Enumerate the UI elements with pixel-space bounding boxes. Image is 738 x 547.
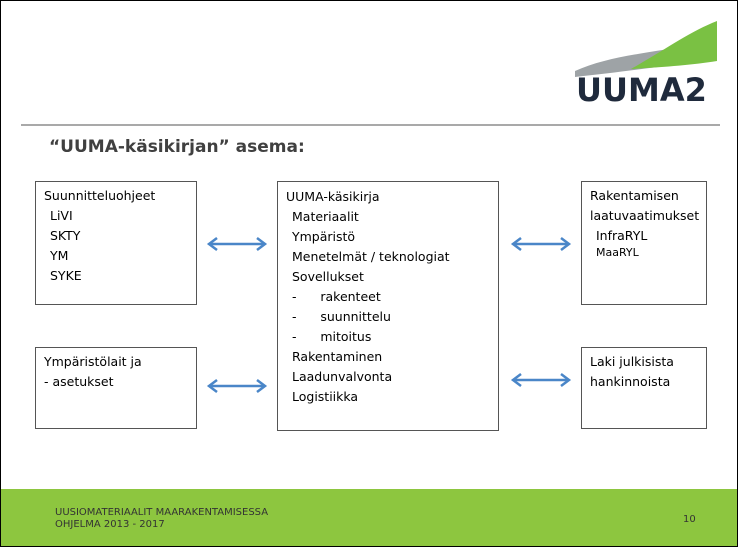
double-arrow-icon <box>510 237 572 251</box>
list-item: Rakentaminen <box>292 349 383 364</box>
box-laki-julkisista-hankinnoista: Laki julkisista hankinnoista <box>581 347 707 429</box>
box-ymparistolait: Ympäristölait ja - asetukset <box>35 347 197 429</box>
page-number: 10 <box>683 514 696 525</box>
footer-line-1: UUSIOMATERIAALIT MAARAKENTAMISESSA <box>55 507 269 518</box>
list-item: Laadunvalvonta <box>292 369 393 384</box>
footer-line-2: OHJELMA 2013 - 2017 <box>55 519 165 530</box>
box-title: UUMA-käsikirja <box>286 189 380 204</box>
list-item: InfraRYL <box>596 228 648 243</box>
list-subitem: - rakenteet <box>292 289 381 304</box>
double-arrow-icon <box>510 373 572 387</box>
box-title: Rakentamisen <box>590 188 679 203</box>
list-item: Logistiikka <box>292 389 359 404</box>
list-subitem: - suunnittelu <box>292 309 391 324</box>
box-uuma-kasikirja: UUMA-käsikirja Materiaalit Ympäristö Men… <box>277 181 499 431</box>
box-rakentamisen-laatuvaatimukset: Rakentamisen laatuvaatimukset InfraRYL M… <box>581 181 707 305</box>
logo-text: UUMA2 <box>576 71 707 109</box>
slide-heading: “UUMA-käsikirjan” asema: <box>49 137 305 157</box>
box-title: Suunnitteluohjeet <box>44 188 156 203</box>
list-item: Materiaalit <box>292 209 359 224</box>
list-item: Ympäristö <box>292 229 356 244</box>
list-item: YM <box>50 248 69 263</box>
box-title: hankinnoista <box>590 374 671 389</box>
list-item: - asetukset <box>44 374 114 389</box>
list-item: MaaRYL <box>596 246 639 259</box>
uuma2-logo-graphic <box>575 21 717 77</box>
double-arrow-icon <box>206 379 268 393</box>
list-item: SKTY <box>50 228 81 243</box>
box-title: Laki julkisista <box>590 354 674 369</box>
title-divider <box>21 124 720 126</box>
footer-bar <box>1 489 737 546</box>
list-item: SYKE <box>50 268 82 283</box>
footer-text: UUSIOMATERIAALIT MAARAKENTAMISESSA OHJEL… <box>55 507 268 531</box>
list-subitem: - mitoitus <box>292 329 372 344</box>
list-item: LiVI <box>50 208 73 223</box>
list-item: Menetelmät / teknologiat <box>292 249 450 264</box>
list-item: Sovellukset <box>292 269 364 284</box>
box-suunnitteluohjeet: Suunnitteluohjeet LiVI SKTY YM SYKE <box>35 181 197 305</box>
box-title: laatuvaatimukset <box>590 208 700 223</box>
double-arrow-icon <box>206 237 268 251</box>
box-title: Ympäristölait ja <box>44 354 142 369</box>
logo-green-swoosh <box>631 21 717 69</box>
